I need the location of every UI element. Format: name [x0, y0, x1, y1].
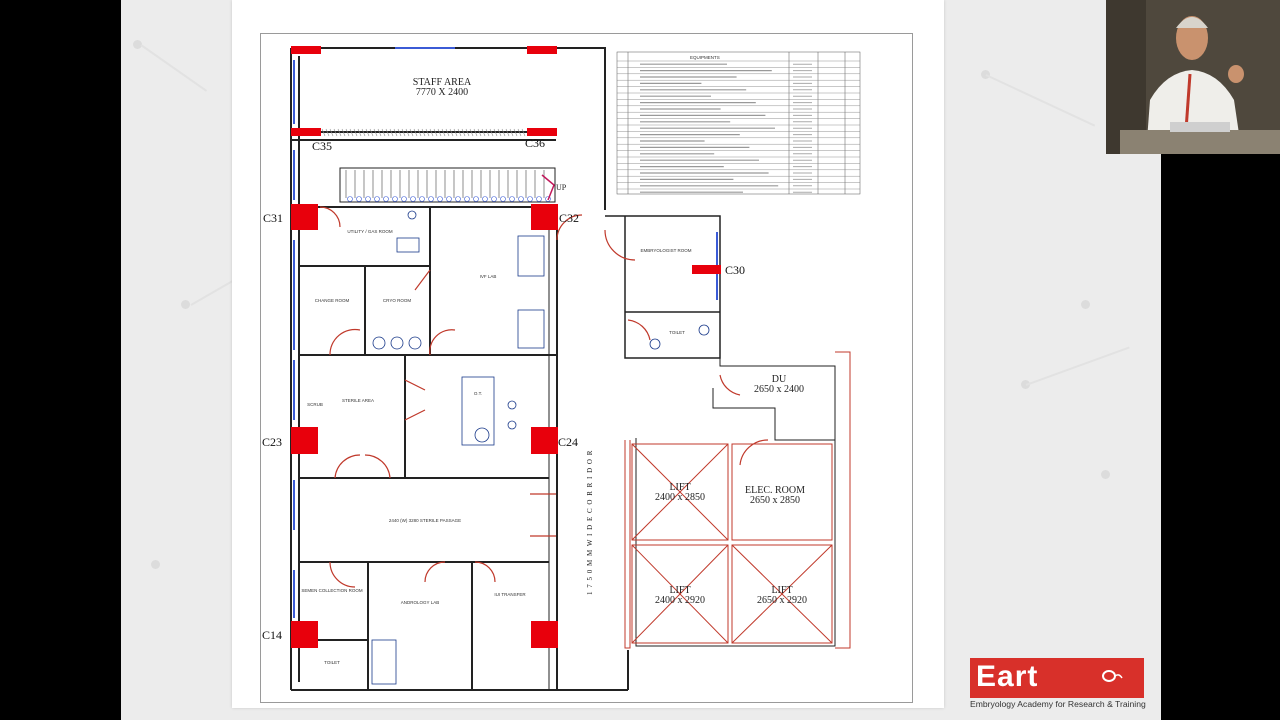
room-label-iui-transfer: IUI TRANSFER — [494, 592, 526, 597]
equipment-table-header: EQUIPMENTS — [690, 55, 720, 60]
room-dim-lift-3: 2650 x 2920 — [757, 595, 807, 606]
room-label-sterile-area: STERILE AREA — [342, 398, 374, 403]
room-label-toilet-1: TOILET — [669, 330, 685, 335]
up-arrow — [541, 174, 555, 201]
logo-sperm-icon — [1102, 670, 1123, 682]
column-label-c24: C24 — [558, 435, 578, 449]
column-c36-top-right — [527, 46, 557, 54]
room-dim-lift-1: 2400 x 2850 — [655, 492, 705, 503]
room-label-andrology-lab: ANDROLOGY LAB — [401, 600, 439, 605]
column-c30 — [692, 265, 721, 274]
column-c35-mid-left — [291, 128, 321, 136]
room-label-du: DU — [772, 374, 787, 385]
room-label-lift-2: LIFT — [669, 585, 690, 596]
column-label-c23: C23 — [262, 435, 282, 449]
column-label-c32: C32 — [559, 211, 579, 225]
room-label-scrub: SCRUB — [307, 402, 323, 407]
column-c23 — [291, 427, 318, 454]
eart-logo: Eart Embryology Academy for Research & T… — [970, 658, 1146, 710]
room-label-toilet-2: TOILET — [324, 660, 340, 665]
presenter-video — [1106, 0, 1280, 154]
column-label-c36: C36 — [525, 136, 545, 150]
lift-block — [624, 351, 851, 649]
column-c-bottom-right — [531, 621, 558, 648]
column-label-c14: C14 — [262, 628, 282, 642]
room-dim-du: 2650 x 2400 — [754, 384, 804, 395]
room-label-lift-3: LIFT — [771, 585, 792, 596]
presenter-figure — [1106, 0, 1280, 154]
room-label-cryo-room: CRYO ROOM — [383, 298, 411, 303]
column-c14 — [291, 621, 318, 648]
room-dim-staff-area: 7770 X 2400 — [416, 87, 468, 98]
room-label-lift-1: LIFT — [669, 482, 690, 493]
room-label-change-room: CHANGE ROOM — [315, 298, 350, 303]
room-dim-lift-2: 2400 x 2920 — [655, 595, 705, 606]
column-c32 — [531, 204, 558, 230]
windows — [293, 47, 718, 618]
doors — [319, 206, 769, 588]
room-label-semen-collection: SEMEN COLLECTION ROOM — [301, 588, 363, 593]
equipment-table-rows — [617, 60, 860, 193]
room-dim-elec-room: 2650 x 2850 — [750, 495, 800, 506]
column-label-c30: C30 — [725, 263, 745, 277]
column-c36-mid-right — [527, 128, 557, 136]
staff-area-hatch — [321, 128, 526, 137]
structural-columns — [291, 46, 721, 648]
room-label-ivf-lab: IVF LAB — [480, 274, 497, 279]
column-label-c35: C35 — [312, 139, 332, 153]
logo-tagline: Embryology Academy for Research & Traini… — [970, 699, 1146, 709]
column-c35-top-left — [291, 46, 321, 54]
room-label-elec-room: ELEC. ROOM — [745, 485, 805, 496]
equipment-table — [616, 51, 861, 195]
column-c31 — [291, 204, 318, 230]
drawing-sheet-border — [260, 33, 913, 703]
fixtures — [371, 210, 710, 685]
stair-up-label: UP — [556, 183, 567, 192]
room-label-ot: O.T. — [474, 391, 482, 396]
column-c24 — [531, 427, 558, 454]
logo-brand: Eart — [976, 660, 1039, 693]
room-label-embryologist: EMBRYOLOGIST ROOM — [640, 248, 691, 253]
stair-treads — [345, 170, 551, 202]
room-label-staff-area: STAFF AREA — [413, 77, 472, 88]
room-label-utility: UTILITY / GAS ROOM — [347, 229, 392, 234]
corridor-label: 1 7 5 0 M M W I D E C O R R I D O R — [586, 450, 594, 595]
room-label-sterile-passage: 2440 (W) 3280 STERILE PASSAGE — [389, 518, 461, 523]
column-label-c31: C31 — [263, 211, 283, 225]
